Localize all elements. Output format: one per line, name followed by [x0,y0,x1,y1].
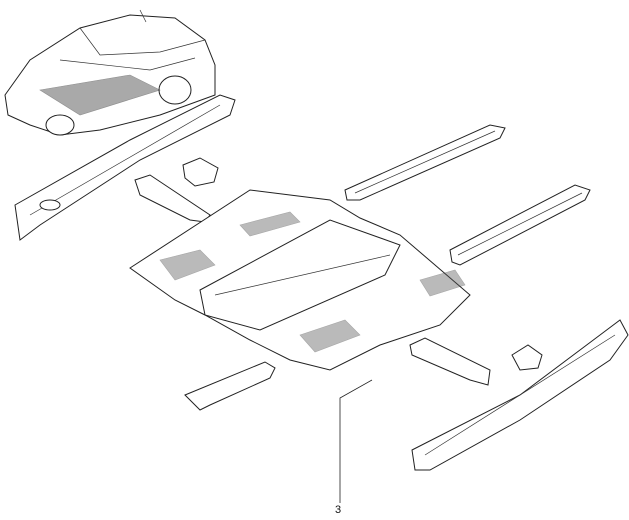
right-upper-rail [344,124,506,201]
right-sill-rail [411,319,629,471]
callout-label-3: 3 [335,504,342,516]
left-bracket [182,157,219,187]
vehicle-overview-illustration [4,9,216,136]
rear-crossmember [409,337,491,386]
right-bracket [511,344,543,371]
floor-pan-assembly [129,189,471,371]
right-lower-rail [449,184,591,266]
left-sill-rail [14,94,236,241]
callout-3-leader [339,379,373,503]
front-reinforcement [184,361,276,411]
